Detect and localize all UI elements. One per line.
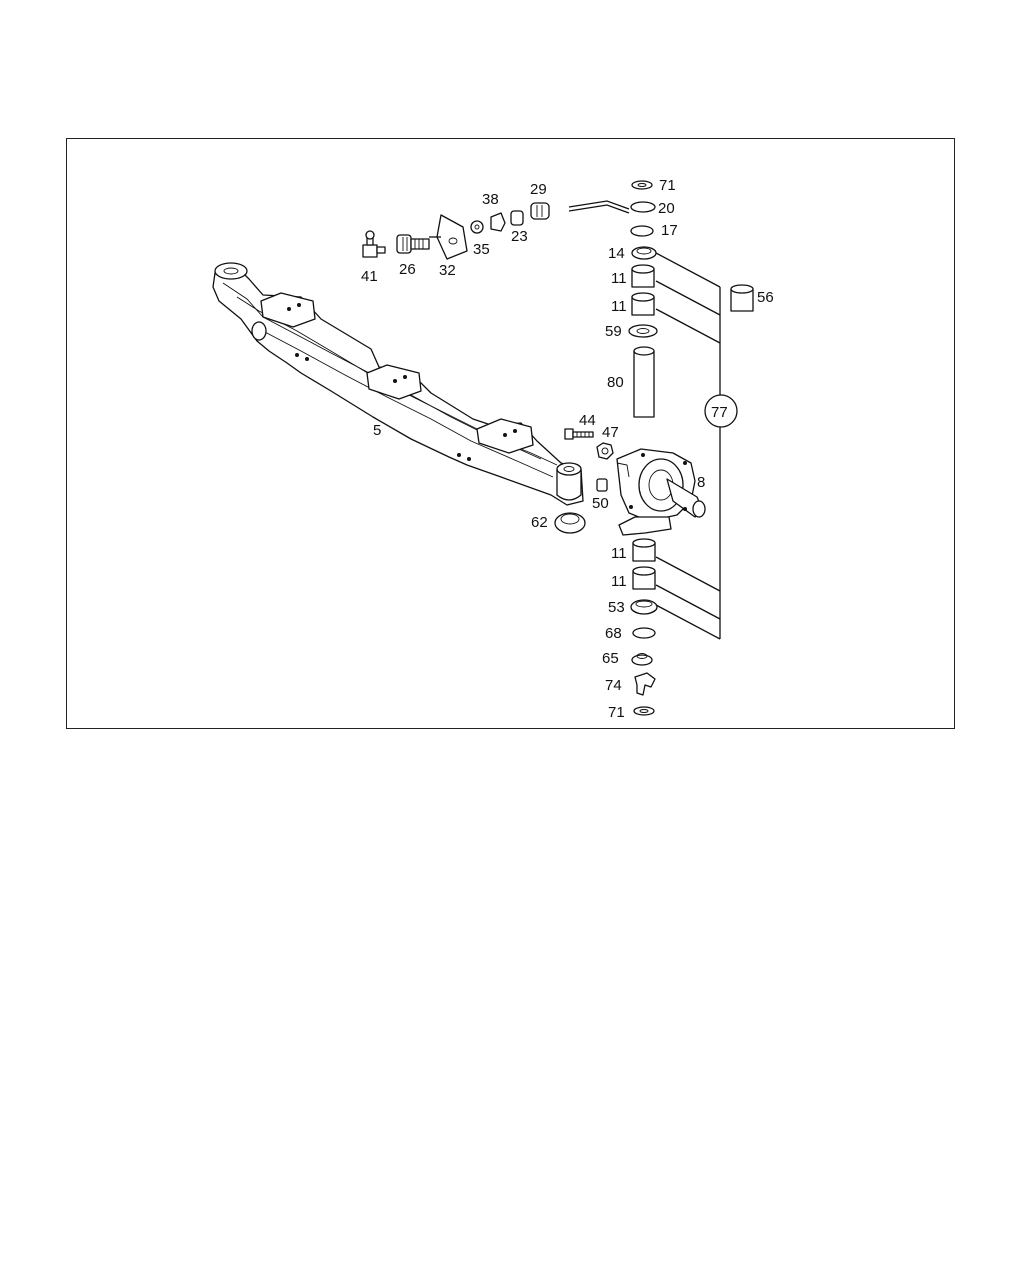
callout-59: 59 [605, 323, 622, 340]
nut-38 [490, 212, 506, 232]
callout-14: 14 [608, 245, 625, 262]
callout-5: 5 [373, 422, 381, 439]
rod-20-drawing [568, 200, 656, 214]
bolt-44 [564, 428, 594, 440]
callout-65: 65 [602, 650, 619, 667]
plug-50 [596, 478, 608, 492]
callout-17: 17 [661, 222, 678, 239]
kit-77-circle [704, 394, 738, 428]
bushing-23 [510, 210, 524, 226]
cap-74 [634, 672, 656, 696]
callout-68: 68 [605, 625, 622, 642]
callout-20: 20 [658, 200, 675, 217]
circlip-71-bottom [633, 706, 655, 716]
bolt-26 [396, 234, 430, 254]
callout-35: 35 [473, 241, 490, 258]
callout-77: 77 [711, 404, 728, 421]
grease-nipple-41 [362, 230, 386, 258]
plate-32 [429, 214, 468, 260]
callout-11-d: 11 [611, 573, 627, 590]
lock-washer-35 [470, 220, 484, 234]
nut-47 [596, 442, 614, 460]
callout-80: 80 [607, 374, 624, 391]
callout-56: 56 [757, 289, 774, 306]
circlip-71-top [631, 180, 653, 190]
cap-65 [631, 653, 653, 666]
callout-38: 38 [482, 191, 499, 208]
callout-32: 32 [439, 262, 456, 279]
ring-17 [630, 225, 654, 237]
needle-bearing-11-c [632, 538, 656, 562]
needle-bearing-11-d [632, 566, 656, 590]
axle-beam-drawing [212, 262, 584, 506]
callout-8: 8 [697, 474, 705, 491]
callout-62: 62 [531, 514, 548, 531]
callout-47: 47 [602, 424, 619, 441]
callout-11-a: 11 [611, 270, 627, 287]
callout-41: 41 [361, 268, 378, 285]
callout-11-c: 11 [611, 545, 627, 562]
needle-bearing-11-a [631, 264, 655, 288]
callout-53: 53 [608, 599, 625, 616]
kit-bracket-lines [655, 252, 738, 640]
seal-62 [554, 512, 586, 534]
seal-53 [630, 599, 658, 615]
coupling-29 [530, 202, 550, 220]
callout-29: 29 [530, 181, 547, 198]
needle-bearing-11-b [631, 292, 655, 316]
front-axle-exploded-view: 71 20 17 14 11 11 59 80 56 77 38 29 23 3… [212, 177, 774, 721]
callout-44: 44 [579, 412, 596, 429]
washer-59 [628, 324, 658, 338]
bushing-56 [730, 284, 754, 312]
callout-26: 26 [399, 261, 416, 278]
kingpin-80 [633, 346, 655, 418]
steering-knuckle-8-drawing [616, 448, 706, 536]
callout-23: 23 [511, 228, 528, 245]
callout-71-bottom: 71 [608, 704, 625, 721]
callout-74: 74 [605, 677, 622, 694]
callout-71-top: 71 [659, 177, 676, 194]
parts-diagram-frame: 71 20 17 14 11 11 59 80 56 77 38 29 23 3… [66, 138, 955, 729]
callout-11-b: 11 [611, 298, 627, 315]
ring-68 [632, 627, 656, 639]
seal-14 [631, 246, 657, 260]
callout-50: 50 [592, 495, 609, 512]
